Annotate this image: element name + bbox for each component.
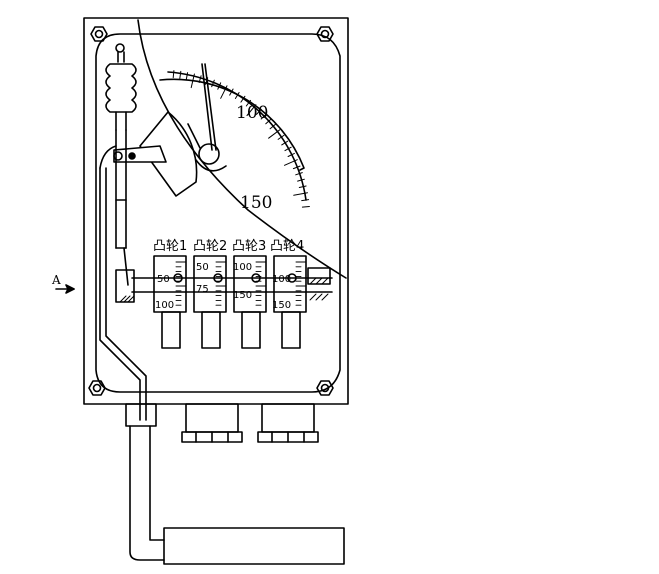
dial-tick xyxy=(220,85,228,99)
dial-tick xyxy=(229,88,234,96)
cable-gland-right xyxy=(257,403,319,443)
dial-tick xyxy=(190,73,195,89)
capillary-tube-outer xyxy=(99,167,141,421)
cam-2-tick-top: 50 xyxy=(196,262,209,273)
dial-tick xyxy=(198,75,202,83)
cam-1-label: 凸轮1 xyxy=(153,239,187,254)
corner-screw-top-left xyxy=(90,26,108,42)
dial-tick xyxy=(301,199,310,202)
cam-2-label: 凸轮2 xyxy=(193,239,227,254)
pointer-hub xyxy=(198,143,220,165)
dial-tick xyxy=(281,140,289,146)
dial-label-100: 100 xyxy=(236,103,268,123)
capillary-bend xyxy=(99,145,117,169)
cam-1 xyxy=(153,255,187,349)
dial-tick xyxy=(256,108,262,115)
capillary-lower xyxy=(129,425,165,561)
dial-tick xyxy=(301,206,310,208)
dial-tick xyxy=(211,79,215,88)
cam-scale-ticks xyxy=(175,261,307,306)
dial-boundary-curve xyxy=(137,19,347,279)
shaft-bearing-right xyxy=(307,267,331,285)
dial-tick xyxy=(268,129,281,139)
dial-tick xyxy=(172,70,175,79)
bearing-hatching xyxy=(119,277,329,303)
dial-pointer-edge xyxy=(204,63,217,151)
bellows-rod-end xyxy=(123,247,129,286)
bellows xyxy=(105,43,137,249)
cam-shaft xyxy=(131,277,333,293)
dial-tick xyxy=(292,165,301,170)
cam-1-tick-top: 50 xyxy=(157,274,170,285)
dial-tick xyxy=(277,134,285,140)
dial-scale-arc-inner xyxy=(159,78,305,171)
dial-tick xyxy=(297,178,305,182)
dial-tick xyxy=(234,92,240,99)
cam-4-tick-top: 100 xyxy=(272,274,291,285)
cam-3-tick-top: 100 xyxy=(233,262,252,273)
lever-pivot xyxy=(113,151,123,161)
dial-tick xyxy=(293,192,308,196)
sector-gear-line xyxy=(187,123,201,149)
corner-screw-top-right xyxy=(316,26,334,42)
lever-pin xyxy=(128,152,136,160)
dial-tick xyxy=(295,172,303,176)
dial-tick xyxy=(265,118,272,125)
dial-label-150: 150 xyxy=(240,193,272,213)
dial-scale-arc-outer xyxy=(167,71,307,201)
capillary-tube-inner xyxy=(105,167,147,421)
cam-2-tick-bottom: 75 xyxy=(196,284,209,295)
cable-gland-left xyxy=(181,403,243,443)
dial-tick xyxy=(179,70,182,79)
housing-inner-window xyxy=(95,33,341,393)
dial-tick xyxy=(260,113,267,120)
dial-tick xyxy=(217,82,222,90)
cam-2 xyxy=(193,255,227,349)
sensor-bulb xyxy=(163,527,345,565)
dial-tick xyxy=(287,152,295,157)
cam-4-tick-bottom: 150 xyxy=(272,300,291,311)
sector-gear xyxy=(139,111,198,197)
dial-tick xyxy=(298,185,307,188)
dial-tick xyxy=(284,159,298,166)
dial-tick xyxy=(240,95,246,103)
cam-assemblies xyxy=(153,255,307,349)
direction-label: A xyxy=(51,273,61,287)
cam-3-label: 凸轮3 xyxy=(232,239,266,254)
cam-4 xyxy=(273,255,307,349)
corner-screw-bottom-right xyxy=(316,380,334,396)
dial-tick xyxy=(245,99,251,107)
housing-outer xyxy=(83,17,349,405)
corner-screw-bottom-left xyxy=(88,380,106,396)
cam-3-tick-bottom: 150 xyxy=(233,290,252,301)
shaft-bearing-left xyxy=(115,269,135,303)
dial-pointer xyxy=(201,63,213,151)
cam-1-tick-bottom: 100 xyxy=(155,300,174,311)
cam-3 xyxy=(233,255,267,349)
pointer-hub-guard xyxy=(195,159,227,172)
cam-4-label: 凸轮4 xyxy=(270,239,304,254)
capillary-gland xyxy=(125,403,157,427)
dial-tick xyxy=(246,104,257,116)
dial-tick xyxy=(269,123,276,130)
dial-tick xyxy=(284,146,292,152)
direction-arrow-head xyxy=(65,284,75,294)
dial-tick xyxy=(185,72,189,80)
